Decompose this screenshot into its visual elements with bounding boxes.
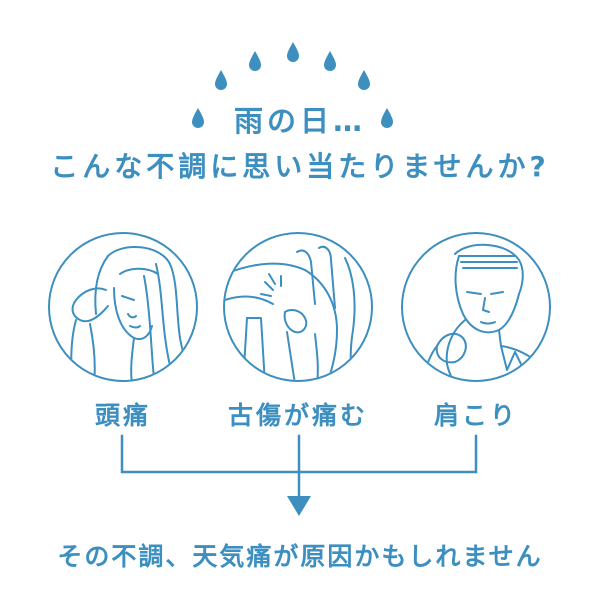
conclusion-text: その不調、天気痛が原因かもしれません [57, 542, 543, 571]
headache-circle [48, 232, 198, 382]
raindrop-icon [215, 70, 227, 90]
bracket-arrow-connector [120, 434, 478, 516]
knee-pain-circle [223, 232, 373, 382]
raindrop-icon [249, 51, 261, 71]
symptom-label-headache: 頭痛 [94, 401, 151, 430]
raindrop-icon [324, 51, 336, 71]
raindrop-icon [358, 70, 370, 90]
raindrop-icon [287, 42, 299, 62]
woman-headache-icon [70, 245, 194, 380]
shoulder-stiffness-circle [401, 232, 551, 382]
heading-line-1: 雨の日… [233, 104, 366, 138]
arrow-down-icon [287, 496, 311, 516]
knee-pain-icon [225, 245, 356, 380]
man-shoulder-stiffness-icon [422, 243, 549, 380]
symptom-label-stiff-shoulder: 肩こり [433, 401, 518, 430]
heading-line-2: こんな不調に思い当たりませんか? [50, 150, 550, 183]
symptom-label-old-injury: 古傷が痛む [227, 401, 368, 430]
